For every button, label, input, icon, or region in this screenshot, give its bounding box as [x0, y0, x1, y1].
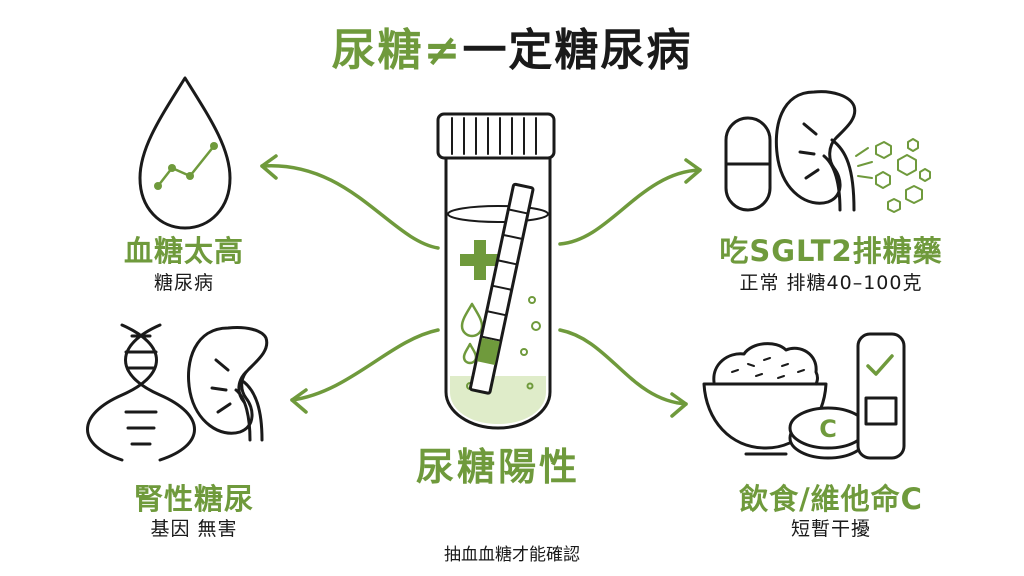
- card-heading-sglt2: 吃SGLT2排糖藥: [719, 234, 943, 268]
- card-sub-genetic-harmless: 基因 無害: [150, 518, 238, 540]
- test-strip-check-icon: [856, 332, 906, 460]
- card-sub-temporary-interference: 短暫干擾: [790, 518, 871, 540]
- vitamin-c-letter: C: [819, 415, 837, 443]
- blood-drop-chart-icon: [138, 76, 232, 230]
- kidney-sugar-icon: [774, 90, 931, 213]
- pill-capsule-icon: [724, 116, 772, 212]
- footer-note: 抽血血糖才能確認: [444, 545, 580, 565]
- page-title: 尿糖≠一定糖尿病: [0, 14, 1024, 78]
- card-sub-normal-excretion: 正常 排糖40–100克: [739, 272, 923, 294]
- kidney-icon: [187, 326, 269, 442]
- arrows: [260, 154, 702, 418]
- test-strip: [468, 182, 535, 395]
- dna-icon: [86, 323, 196, 462]
- test-tube-icon: [436, 112, 556, 430]
- title-neq: ≠: [423, 25, 463, 76]
- card-heading-renal-glycosuria: 腎性糖尿: [133, 482, 254, 516]
- title-part1: 尿糖: [331, 25, 424, 76]
- center-label-urine-glucose-positive: 尿糖陽性: [415, 445, 580, 489]
- card-sub-diabetes: 糖尿病: [153, 272, 214, 294]
- card-heading-high-blood-sugar: 血糖太高: [123, 234, 244, 268]
- title-part2: 一定糖尿病: [462, 25, 693, 76]
- vitamin-c-tablet-icon: [788, 406, 868, 460]
- card-heading-diet-vitamin-c: 飲食/維他命C: [739, 482, 923, 516]
